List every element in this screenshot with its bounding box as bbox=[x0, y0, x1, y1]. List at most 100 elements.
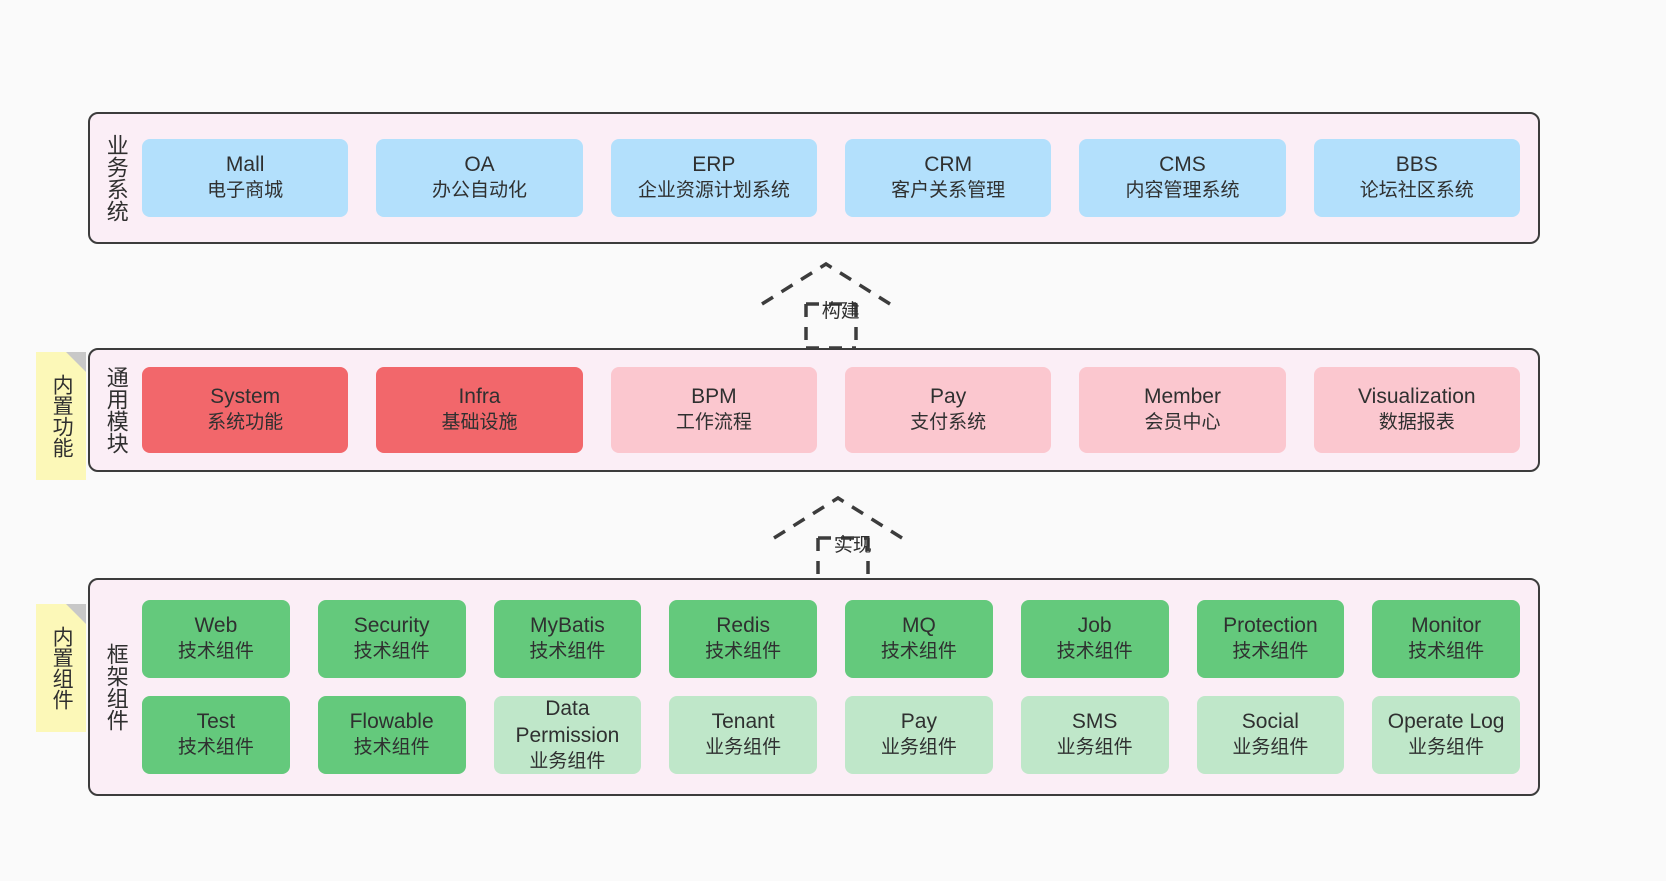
layer-framework-components[interactable]: 框架组件 Web 技术组件 Security 技术组件 MyBatis 技术组件… bbox=[88, 578, 1540, 796]
node-mall[interactable]: Mall 电子商城 bbox=[142, 139, 349, 217]
node-row: System 系统功能 Infra 基础设施 BPM 工作流程 Pay 支付系统… bbox=[142, 367, 1520, 453]
node-title-en: Pay bbox=[900, 710, 937, 734]
node-title-en: Tenant bbox=[711, 710, 775, 734]
layer-business-systems[interactable]: 业务系统 Mall 电子商城 OA 办公自动化 ERP 企业资源计划系统 CRM bbox=[88, 112, 1540, 244]
node-operate-log[interactable]: Operate Log 业务组件 bbox=[1372, 696, 1520, 774]
node-title-cn: 技术组件 bbox=[1408, 641, 1485, 663]
layer-body-common-modules: System 系统功能 Infra 基础设施 BPM 工作流程 Pay 支付系统… bbox=[142, 350, 1538, 470]
node-infra[interactable]: Infra 基础设施 bbox=[376, 367, 583, 453]
node-flowable[interactable]: Flowable 技术组件 bbox=[317, 696, 466, 774]
node-system[interactable]: System 系统功能 bbox=[142, 367, 349, 453]
layer-common-modules[interactable]: 通用模块 System 系统功能 Infra 基础设施 BPM 工作流程 Pay bbox=[88, 348, 1540, 472]
node-sms[interactable]: SMS 业务组件 bbox=[1020, 696, 1169, 774]
node-protection[interactable]: Protection 技术组件 bbox=[1196, 600, 1345, 678]
node-title-cn: 技术组件 bbox=[177, 641, 254, 663]
node-data-permission[interactable]: Data Permission 业务组件 bbox=[493, 696, 642, 774]
node-crm[interactable]: CRM 客户关系管理 bbox=[844, 139, 1052, 217]
note-fold-corner-icon bbox=[66, 352, 86, 372]
node-erp[interactable]: ERP 企业资源计划系统 bbox=[610, 139, 817, 217]
node-title-cn: 技术组件 bbox=[177, 737, 254, 759]
sticky-note-label: 内置组件 bbox=[50, 626, 74, 710]
node-member[interactable]: Member 会员中心 bbox=[1079, 367, 1286, 453]
node-title-cn: 技术组件 bbox=[880, 641, 957, 663]
node-pay-component[interactable]: Pay 业务组件 bbox=[845, 696, 993, 774]
node-title-en: Pay bbox=[930, 385, 967, 409]
node-mq[interactable]: MQ 技术组件 bbox=[845, 600, 993, 678]
node-title-en: Social bbox=[1241, 710, 1299, 734]
node-row: Web 技术组件 Security 技术组件 MyBatis 技术组件 Redi… bbox=[142, 600, 1520, 678]
node-title-en: Operate Log bbox=[1387, 710, 1505, 734]
node-title-en: CRM bbox=[924, 153, 973, 177]
node-title-cn: 业务组件 bbox=[1232, 737, 1309, 759]
node-row: Mall 电子商城 OA 办公自动化 ERP 企业资源计划系统 CRM 客户关系… bbox=[142, 139, 1520, 217]
node-title-cn: 业务组件 bbox=[705, 737, 782, 759]
node-title-en: MyBatis bbox=[530, 614, 605, 638]
node-title-en: MQ bbox=[901, 614, 936, 638]
node-title-en: Job bbox=[1077, 614, 1112, 638]
node-bbs[interactable]: BBS 论坛社区系统 bbox=[1313, 139, 1520, 217]
node-title-cn: 技术组件 bbox=[705, 641, 782, 663]
connector-label-implement: 实现 bbox=[833, 535, 872, 556]
node-title-cn: 客户关系管理 bbox=[891, 180, 1006, 202]
node-tenant[interactable]: Tenant 业务组件 bbox=[669, 696, 817, 774]
node-title-cn: 技术组件 bbox=[353, 737, 430, 759]
node-test[interactable]: Test 技术组件 bbox=[142, 696, 290, 774]
layer-label-framework-components: 框架组件 bbox=[103, 643, 129, 731]
node-title-cn: 企业资源计划系统 bbox=[637, 180, 790, 202]
node-title-en: Protection bbox=[1223, 614, 1318, 638]
node-title-cn: 技术组件 bbox=[529, 641, 606, 663]
generalization-arrow-icon bbox=[773, 495, 903, 584]
connector-label-build: 构建 bbox=[821, 301, 860, 322]
node-title-en: BBS bbox=[1395, 153, 1438, 177]
node-title-cn: 会员中心 bbox=[1144, 412, 1221, 434]
node-row: Test 技术组件 Flowable 技术组件 Data Permission … bbox=[142, 696, 1520, 774]
node-redis[interactable]: Redis 技术组件 bbox=[669, 600, 817, 678]
node-title-cn: 论坛社区系统 bbox=[1359, 180, 1474, 202]
layer-body-business-systems: Mall 电子商城 OA 办公自动化 ERP 企业资源计划系统 CRM 客户关系… bbox=[142, 114, 1538, 242]
node-title-cn: 技术组件 bbox=[1232, 641, 1309, 663]
generalization-arrow-icon bbox=[761, 261, 891, 350]
node-title-en: System bbox=[210, 385, 281, 409]
connector-build: 构建 bbox=[760, 256, 920, 350]
node-job[interactable]: Job 技术组件 bbox=[1020, 600, 1169, 678]
sticky-note-built-in-components[interactable]: 内置组件 bbox=[36, 604, 86, 732]
node-title-cn: 办公自动化 bbox=[431, 180, 527, 202]
node-title-cn: 电子商城 bbox=[207, 180, 284, 202]
node-social[interactable]: Social 业务组件 bbox=[1196, 696, 1345, 774]
layer-label-common-modules: 通用模块 bbox=[103, 366, 129, 454]
connector-implement: 实现 bbox=[772, 490, 932, 584]
node-title-cn: 业务组件 bbox=[1408, 737, 1485, 759]
node-title-en: Test bbox=[196, 710, 236, 734]
node-cms[interactable]: CMS 内容管理系统 bbox=[1079, 139, 1286, 217]
node-title-en: OA bbox=[464, 153, 495, 177]
node-title-cn: 技术组件 bbox=[353, 641, 430, 663]
sticky-note-label: 内置功能 bbox=[50, 374, 74, 458]
node-pay-module[interactable]: Pay 支付系统 bbox=[844, 367, 1052, 453]
node-web[interactable]: Web 技术组件 bbox=[142, 600, 290, 678]
layer-body-framework-components: Web 技术组件 Security 技术组件 MyBatis 技术组件 Redi… bbox=[142, 580, 1538, 794]
node-oa[interactable]: OA 办公自动化 bbox=[376, 139, 583, 217]
node-visualization[interactable]: Visualization 数据报表 bbox=[1313, 367, 1520, 453]
node-title-cn: 业务组件 bbox=[1056, 737, 1133, 759]
node-title-en: Security bbox=[353, 614, 430, 638]
node-title-en: CMS bbox=[1159, 153, 1206, 177]
note-fold-corner-icon bbox=[66, 604, 86, 624]
node-title-cn: 数据报表 bbox=[1378, 412, 1455, 434]
sticky-note-built-in-features[interactable]: 内置功能 bbox=[36, 352, 86, 480]
node-title-en: Monitor bbox=[1411, 614, 1482, 638]
node-title-cn: 业务组件 bbox=[880, 737, 957, 759]
node-title-cn: 基础设施 bbox=[441, 412, 518, 434]
node-title-cn: 系统功能 bbox=[207, 412, 284, 434]
node-title-en: Data Permission bbox=[515, 696, 620, 747]
node-title-cn: 支付系统 bbox=[910, 412, 987, 434]
node-title-cn: 内容管理系统 bbox=[1125, 180, 1240, 202]
node-bpm[interactable]: BPM 工作流程 bbox=[610, 367, 817, 453]
node-mybatis[interactable]: MyBatis 技术组件 bbox=[493, 600, 642, 678]
node-security[interactable]: Security 技术组件 bbox=[317, 600, 466, 678]
node-title-en: BPM bbox=[691, 385, 737, 409]
node-title-en: Mall bbox=[225, 153, 265, 177]
node-title-cn: 工作流程 bbox=[675, 412, 752, 434]
node-monitor[interactable]: Monitor 技术组件 bbox=[1372, 600, 1520, 678]
node-title-cn: 技术组件 bbox=[1056, 641, 1133, 663]
